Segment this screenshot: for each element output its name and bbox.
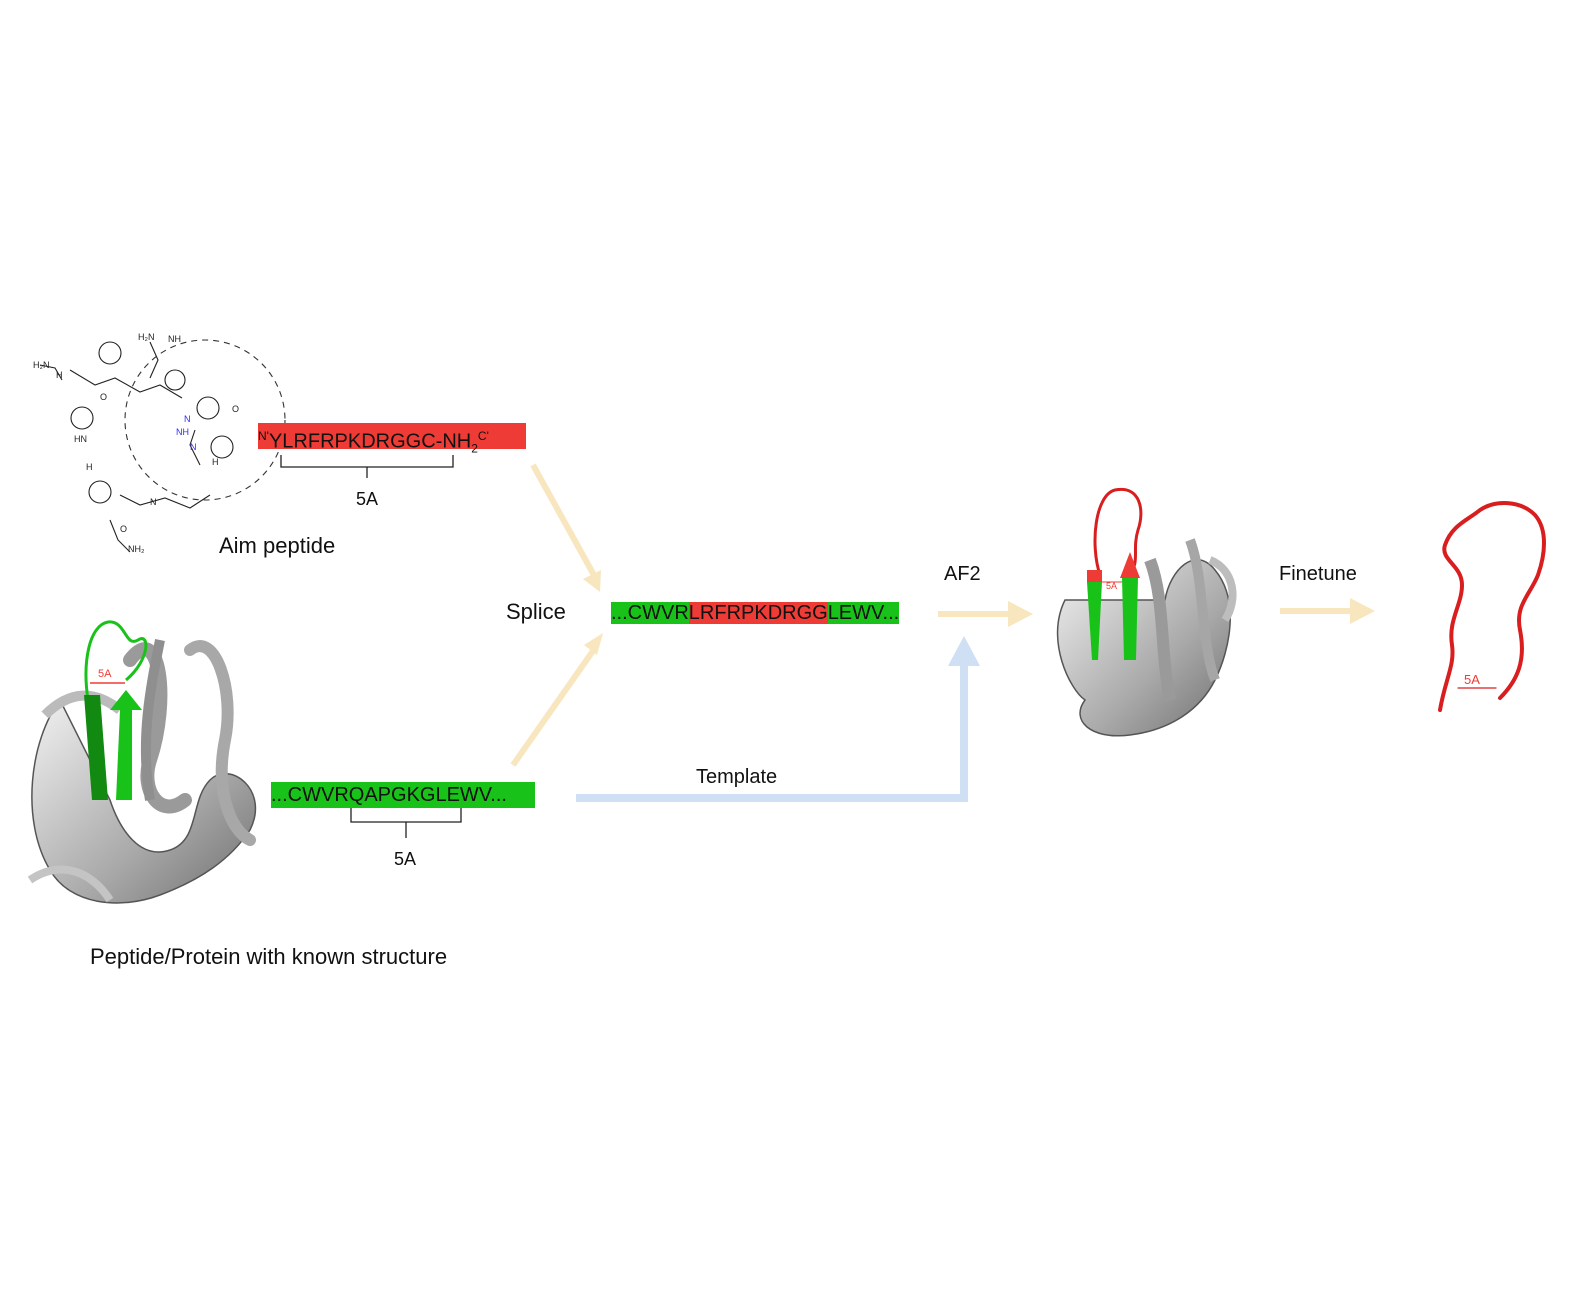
- span-label-top: 5A: [356, 489, 379, 509]
- span-bracket-bottom: [350, 808, 462, 838]
- flow-arrows: [510, 463, 1375, 767]
- span-label-bottom: 5A: [394, 849, 417, 869]
- known-structure-ribbon: [27, 620, 257, 904]
- svg-text:O: O: [232, 404, 239, 414]
- svg-text:NH: NH: [176, 427, 189, 437]
- spliced-sequence: ...CWVRLRFRPKDRGGLEWV...: [611, 600, 900, 626]
- predicted-structure-ribbon: [1056, 487, 1237, 737]
- svg-text:O: O: [120, 524, 127, 534]
- svg-text:N: N: [150, 497, 157, 507]
- peptide-chemical-structure: H₂N H H₂N NH H N H O HN O O NH₂ N NH N: [33, 332, 286, 554]
- template-label: Template: [696, 766, 778, 788]
- aim-sequence-residues: YLRFRPKDRGGC-NH: [268, 430, 472, 453]
- aim-sequence-subscript: 2: [471, 441, 478, 456]
- svg-text:H₂N: H₂N: [33, 360, 50, 370]
- mini-label-left-structure: 5A: [98, 668, 112, 680]
- svg-text:NH: NH: [168, 334, 181, 344]
- svg-text:HN: HN: [74, 434, 87, 444]
- svg-text:H: H: [86, 462, 93, 472]
- svg-text:NH₂: NH₂: [128, 544, 145, 554]
- svg-text:H: H: [212, 457, 219, 467]
- splice-label: Splice: [506, 599, 566, 624]
- known-sequence: ...CWVRQAPGKGLEWV...: [271, 782, 535, 808]
- svg-text:O: O: [100, 392, 107, 402]
- mini-label-predicted-structure: 5A: [1106, 581, 1118, 591]
- svg-text:N: N: [184, 414, 191, 424]
- finetuned-peptide-ribbon: [1438, 501, 1546, 712]
- known-structure-label: Peptide/Protein with known structure: [90, 944, 448, 969]
- svg-text:H: H: [56, 370, 63, 380]
- mini-label-finetuned: 5A: [1464, 672, 1480, 687]
- spliced-sequence-left: ...CWVR: [611, 602, 689, 624]
- spliced-sequence-right: LEWV...: [827, 602, 900, 624]
- af2-label: AF2: [944, 563, 981, 585]
- svg-text:H₂N: H₂N: [138, 332, 155, 342]
- aim-peptide-label: Aim peptide: [219, 533, 336, 558]
- svg-text:N: N: [190, 442, 197, 452]
- template-arrow[interactable]: [576, 636, 980, 802]
- aim-sequence-n-terminus: N': [258, 429, 269, 443]
- aim-sequence: N'YLRFRPKDRGGC-NH2C': [258, 423, 526, 456]
- span-bracket-top: [280, 455, 454, 478]
- spliced-sequence-middle: LRFRPKDRGG: [688, 602, 828, 624]
- finetune-label: Finetune: [1279, 563, 1357, 585]
- aim-sequence-c-terminus: C': [477, 429, 489, 443]
